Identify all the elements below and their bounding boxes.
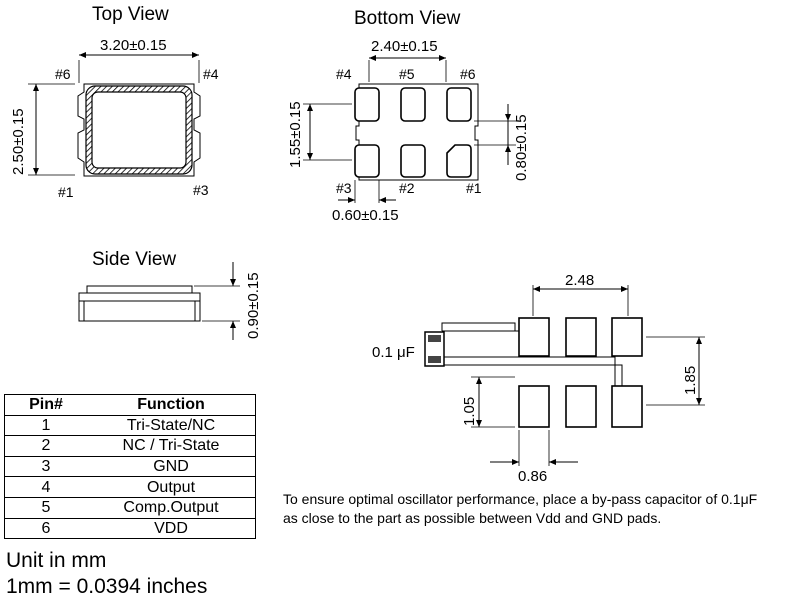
land-height-dimension: 1.85 (682, 366, 699, 395)
bottom-pin1-label: #1 (466, 180, 482, 196)
header-pin: Pin# (4, 394, 87, 416)
bypass-capacitor-note: To ensure optimal oscillator performance… (283, 490, 798, 528)
top-pin6-label: #6 (55, 66, 71, 82)
land-pattern: 2.48 0.1 μF 1.85 1.05 (372, 272, 705, 485)
bottom-pad-width-dimension: 0.60±0.15 (332, 207, 399, 224)
pin-function: Comp.Output (87, 497, 256, 519)
bottom-view-title: Bottom View (354, 8, 461, 29)
side-body (78, 292, 201, 322)
pin-number: 1 (4, 415, 87, 437)
table-header-row: Pin# Function (4, 394, 256, 416)
bottom-pad-4 (354, 87, 380, 122)
side-lid (86, 285, 193, 294)
side-view-title: Side View (92, 249, 176, 270)
capacitor-terminal-bottom (428, 356, 441, 363)
bottom-pin4-label: #4 (336, 66, 352, 82)
top-view-title: Top View (92, 4, 169, 25)
bottom-width-dimension: 2.40±0.15 (371, 38, 438, 55)
pin-number: 2 (4, 435, 87, 457)
pin-function: NC / Tri-State (87, 435, 256, 457)
top-pin1-label: #1 (58, 184, 74, 200)
bottom-pad-2 (400, 144, 426, 178)
bottom-pin6-label: #6 (460, 66, 476, 82)
cap-trace-top (441, 322, 519, 332)
top-package-outline (77, 83, 201, 177)
bottom-pin5-label: #5 (399, 66, 415, 82)
pin-function: VDD (87, 518, 256, 540)
pin-function: GND (87, 456, 256, 478)
top-pin4-label: #4 (203, 66, 219, 82)
pin-number: 5 (4, 497, 87, 519)
top-lid (91, 91, 187, 169)
pin-function: Output (87, 476, 256, 498)
bottom-pad-height-dimension: 1.55±0.15 (287, 101, 304, 168)
bottom-pad-3 (354, 144, 380, 178)
footprint-pad-1 (611, 385, 643, 428)
pin-function: Tri-State/NC (87, 415, 256, 437)
land-pad-width-dimension: 0.86 (518, 468, 547, 485)
side-view: Side View 0.90±0.15 (78, 249, 262, 340)
land-width-dimension: 2.48 (565, 272, 594, 289)
top-pin3-label: #3 (193, 182, 209, 198)
pin-number: 3 (4, 456, 87, 478)
capacitor-terminal-top (428, 335, 441, 342)
unit-conversion: 1mm = 0.0394 inches (6, 575, 208, 598)
header-function: Function (87, 394, 256, 416)
bottom-pin3-label: #3 (336, 180, 352, 196)
note-line: To ensure optimal oscillator performance… (283, 491, 758, 507)
bottom-pad-6 (446, 87, 472, 122)
top-height-dimension: 2.50±0.15 (10, 108, 27, 175)
capacitor-label: 0.1 μF (372, 344, 415, 361)
bottom-view: Bottom View 2.40±0.15 #4 #5 #6 #3 #2 #1 … (287, 8, 530, 224)
bottom-pad-1 (446, 144, 472, 178)
land-pad-height-dimension: 1.05 (461, 397, 478, 426)
pin-number: 4 (4, 476, 87, 498)
unit-note: Unit in mm 1mm = 0.0394 inches (6, 548, 207, 600)
top-width-dimension: 3.20±0.15 (100, 37, 167, 54)
footprint-pad-4 (518, 317, 550, 357)
pin-number: 6 (4, 518, 87, 540)
side-height-dimension: 0.90±0.15 (245, 272, 262, 339)
bottom-pad-gap-dimension: 0.80±0.15 (513, 114, 530, 181)
bottom-package-outline (355, 83, 479, 181)
top-view: Top View 3.20±0.15 2.50±0.15 #6 #4 #1 #3 (10, 4, 219, 200)
footprint-pad-5 (565, 317, 597, 357)
footprint-pad-6 (611, 317, 643, 357)
cap-trace-bottom (441, 357, 623, 386)
bottom-pin2-label: #2 (399, 180, 415, 196)
unit-label: Unit in mm (6, 549, 107, 572)
bottom-pad-5 (400, 87, 426, 122)
note-line: as close to the part as possible between… (283, 510, 662, 526)
footprint-pad-3 (518, 385, 550, 428)
footprint-pad-2 (565, 385, 597, 428)
